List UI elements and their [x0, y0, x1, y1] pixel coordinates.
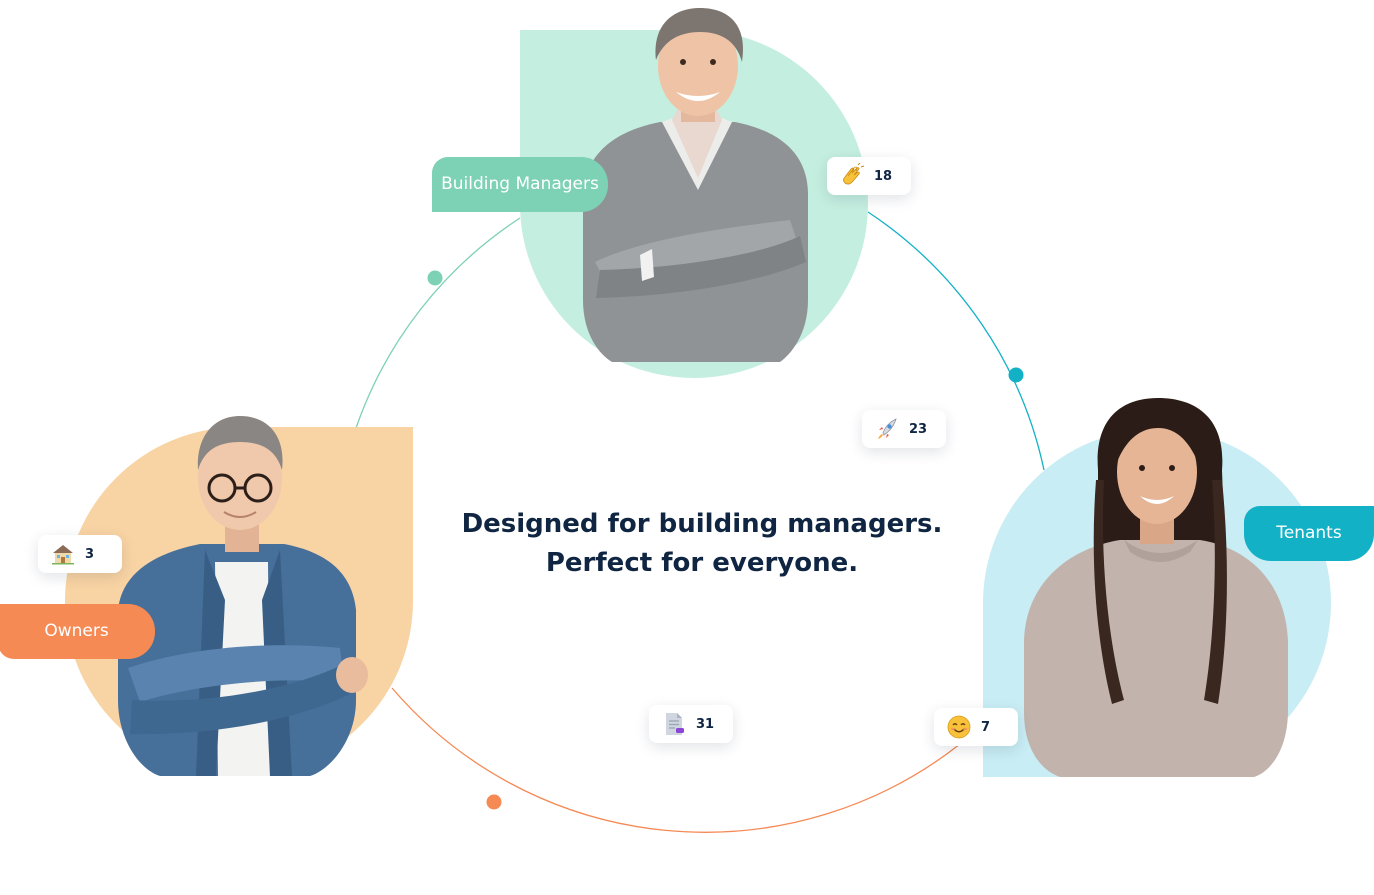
- house-icon: [52, 545, 74, 565]
- reaction-count-rocket: 23: [909, 421, 928, 437]
- ring-dot-managers: [427, 270, 443, 286]
- reaction-count-smile: 7: [981, 719, 991, 735]
- headline-line-2: Perfect for everyone.: [545, 548, 859, 578]
- smiling-face-icon: [947, 715, 971, 739]
- headline: Designed for building managers. Perfect …: [402, 505, 1002, 583]
- building-manager-portrait: [520, 8, 868, 378]
- reaction-badge-smile: 7: [934, 708, 1018, 746]
- ring-arc-tenants: [867, 211, 1045, 471]
- ring-arc-managers: [355, 217, 521, 429]
- headline-line-1: Designed for building managers.: [461, 509, 943, 539]
- reaction-badge-rocket: 23: [862, 410, 946, 448]
- ring-dot-tenants: [1008, 367, 1024, 383]
- reaction-count-clap: 18: [874, 168, 893, 184]
- reaction-badge-house: 3: [38, 535, 122, 573]
- reaction-badge-clap: 18: [827, 157, 911, 195]
- reaction-count-house: 3: [85, 546, 95, 562]
- role-tag-building-managers: Building Managers: [432, 157, 608, 212]
- tenant-portrait: [982, 398, 1331, 777]
- clapping-hands-icon: [843, 163, 865, 185]
- reaction-count-document: 31: [696, 716, 715, 732]
- role-tag-tenants: Tenants: [1244, 506, 1374, 561]
- ring-arc-owners: [391, 687, 961, 833]
- role-tag-owners: Owners: [0, 604, 155, 659]
- ring-dot-owners: [486, 794, 502, 810]
- rocket-icon: [878, 418, 897, 439]
- document-icon: [666, 713, 684, 735]
- owner-portrait: [65, 416, 413, 776]
- reaction-badge-document: 31: [649, 705, 733, 743]
